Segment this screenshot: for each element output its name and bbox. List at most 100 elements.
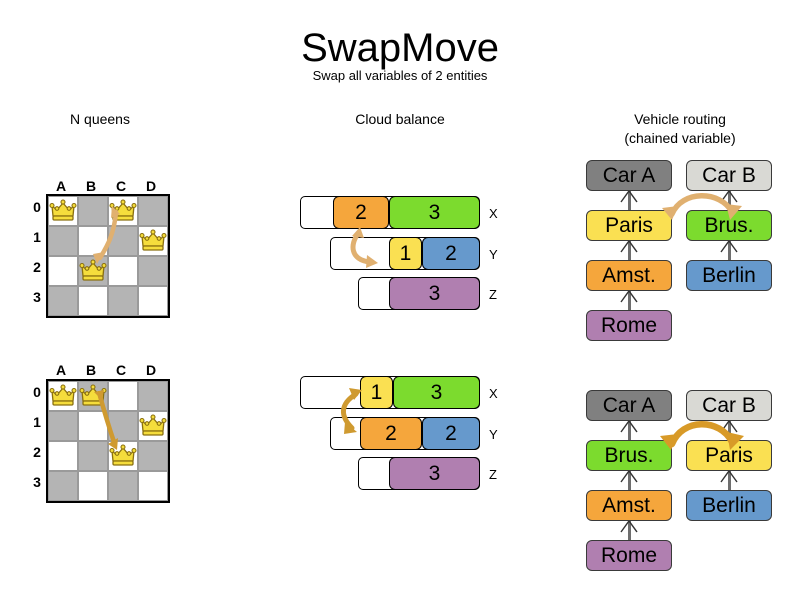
cell-a1[interactable] (48, 411, 78, 441)
swap-arrow-icon (341, 388, 362, 434)
cell-c3[interactable] (108, 471, 138, 501)
cell-d0[interactable] (138, 381, 168, 411)
chain-link (628, 240, 631, 262)
page-title: SwapMove (301, 26, 499, 70)
file-label-c: C (115, 178, 127, 194)
cloud-block-purple[interactable]: 3 (389, 277, 480, 310)
swap-arrow-icon (350, 227, 378, 268)
rank-label-1: 1 (33, 414, 41, 430)
chain-link (628, 420, 631, 442)
chain-link (628, 190, 631, 212)
cell-b2[interactable] (78, 441, 108, 471)
cloud-block-yellow[interactable]: 1 (389, 237, 422, 270)
queen-icon[interactable] (138, 411, 168, 441)
chessboard-after[interactable] (46, 379, 170, 503)
chain-arrowhead-icon (620, 239, 638, 253)
rank-label-2: 2 (33, 259, 41, 275)
vehicle-node-paris[interactable]: Paris (586, 210, 672, 241)
cell-b0[interactable] (78, 196, 108, 226)
file-label-c: C (115, 362, 127, 378)
vehicle-node-berlin[interactable]: Berlin (686, 260, 772, 291)
cloud-block-blue[interactable]: 2 (422, 237, 480, 270)
cell-c0[interactable] (108, 381, 138, 411)
queen-icon[interactable] (108, 441, 138, 471)
cell-a3[interactable] (48, 471, 78, 501)
cell-b3[interactable] (78, 471, 108, 501)
file-label-a: A (55, 362, 67, 378)
vehicle-node-amsterdam[interactable]: Amst. (586, 260, 672, 291)
section-title-cloud-balance: Cloud balance (355, 111, 445, 127)
cloud-block-blue[interactable]: 2 (422, 417, 480, 450)
cell-c2[interactable] (108, 256, 138, 286)
cell-d0[interactable] (138, 196, 168, 226)
chain-arrowhead-icon (720, 239, 738, 253)
cloud-row-label-z: Z (489, 467, 497, 482)
swap-arrow-icon (662, 193, 742, 220)
cell-d3[interactable] (138, 286, 168, 316)
section-title-nqueens: N queens (70, 111, 130, 127)
vehicle-node-brussels[interactable]: Brus. (586, 440, 672, 471)
queen-icon[interactable] (48, 196, 78, 226)
cell-d3[interactable] (138, 471, 168, 501)
cloud-block-orange[interactable]: 2 (333, 196, 389, 229)
chain-link (728, 240, 731, 262)
rank-label-2: 2 (33, 444, 41, 460)
chain-link (628, 290, 631, 312)
cloud-block-purple[interactable]: 3 (389, 457, 480, 490)
cloud-row-label-z: Z (489, 287, 497, 302)
queen-icon[interactable] (108, 196, 138, 226)
rank-label-1: 1 (33, 229, 41, 245)
vehicle-node-car-b[interactable]: Car B (686, 160, 772, 191)
page-subtitle: Swap all variables of 2 entities (312, 68, 488, 83)
cloud-row-label-y: Y (489, 427, 498, 442)
chain-link (728, 470, 731, 492)
rank-label-3: 3 (33, 289, 41, 305)
rank-label-0: 0 (33, 199, 41, 215)
vehicle-node-amsterdam[interactable]: Amst. (586, 490, 672, 521)
chain-arrowhead-icon (720, 469, 738, 483)
chain-link (628, 520, 631, 542)
cloud-row-label-y: Y (489, 247, 498, 262)
queen-icon[interactable] (138, 226, 168, 256)
chain-link (628, 470, 631, 492)
file-label-d: D (145, 362, 157, 378)
rank-label-0: 0 (33, 384, 41, 400)
swap-arrow-icon (94, 390, 118, 450)
vehicle-node-car-b[interactable]: Car B (686, 390, 772, 421)
cell-a2[interactable] (48, 256, 78, 286)
cell-b3[interactable] (78, 286, 108, 316)
vehicle-node-car-a[interactable]: Car A (586, 390, 672, 421)
chain-arrowhead-icon (620, 469, 638, 483)
chain-arrowhead-icon (620, 419, 638, 433)
rank-label-3: 3 (33, 474, 41, 490)
cloud-block-green[interactable]: 3 (393, 376, 480, 409)
cloud-row-label-x: X (489, 206, 498, 221)
cell-a3[interactable] (48, 286, 78, 316)
vehicle-node-rome[interactable]: Rome (586, 540, 672, 571)
file-label-b: B (85, 178, 97, 194)
swap-arrow-icon (93, 206, 120, 264)
file-label-b: B (85, 362, 97, 378)
queen-icon[interactable] (78, 256, 108, 286)
chain-link (728, 420, 731, 442)
chain-arrowhead-icon (620, 289, 638, 303)
chain-arrowhead-icon (720, 189, 738, 203)
cell-a1[interactable] (48, 226, 78, 256)
file-label-a: A (55, 178, 67, 194)
vehicle-node-car-a[interactable]: Car A (586, 160, 672, 191)
vehicle-node-berlin[interactable]: Berlin (686, 490, 772, 521)
cloud-block-green[interactable]: 3 (389, 196, 480, 229)
chain-link (728, 190, 731, 212)
chain-arrowhead-icon (620, 189, 638, 203)
cloud-block-orange[interactable]: 2 (360, 417, 422, 450)
cell-c3[interactable] (108, 286, 138, 316)
cell-d2[interactable] (138, 441, 168, 471)
vehicle-node-paris[interactable]: Paris (686, 440, 772, 471)
cloud-row-label-x: X (489, 386, 498, 401)
cell-a2[interactable] (48, 441, 78, 471)
cell-d2[interactable] (138, 256, 168, 286)
queen-icon[interactable] (48, 381, 78, 411)
vehicle-node-rome[interactable]: Rome (586, 310, 672, 341)
section-title-vehicle-routing: Vehicle routing (634, 111, 726, 127)
cloud-block-yellow[interactable]: 1 (360, 376, 393, 409)
